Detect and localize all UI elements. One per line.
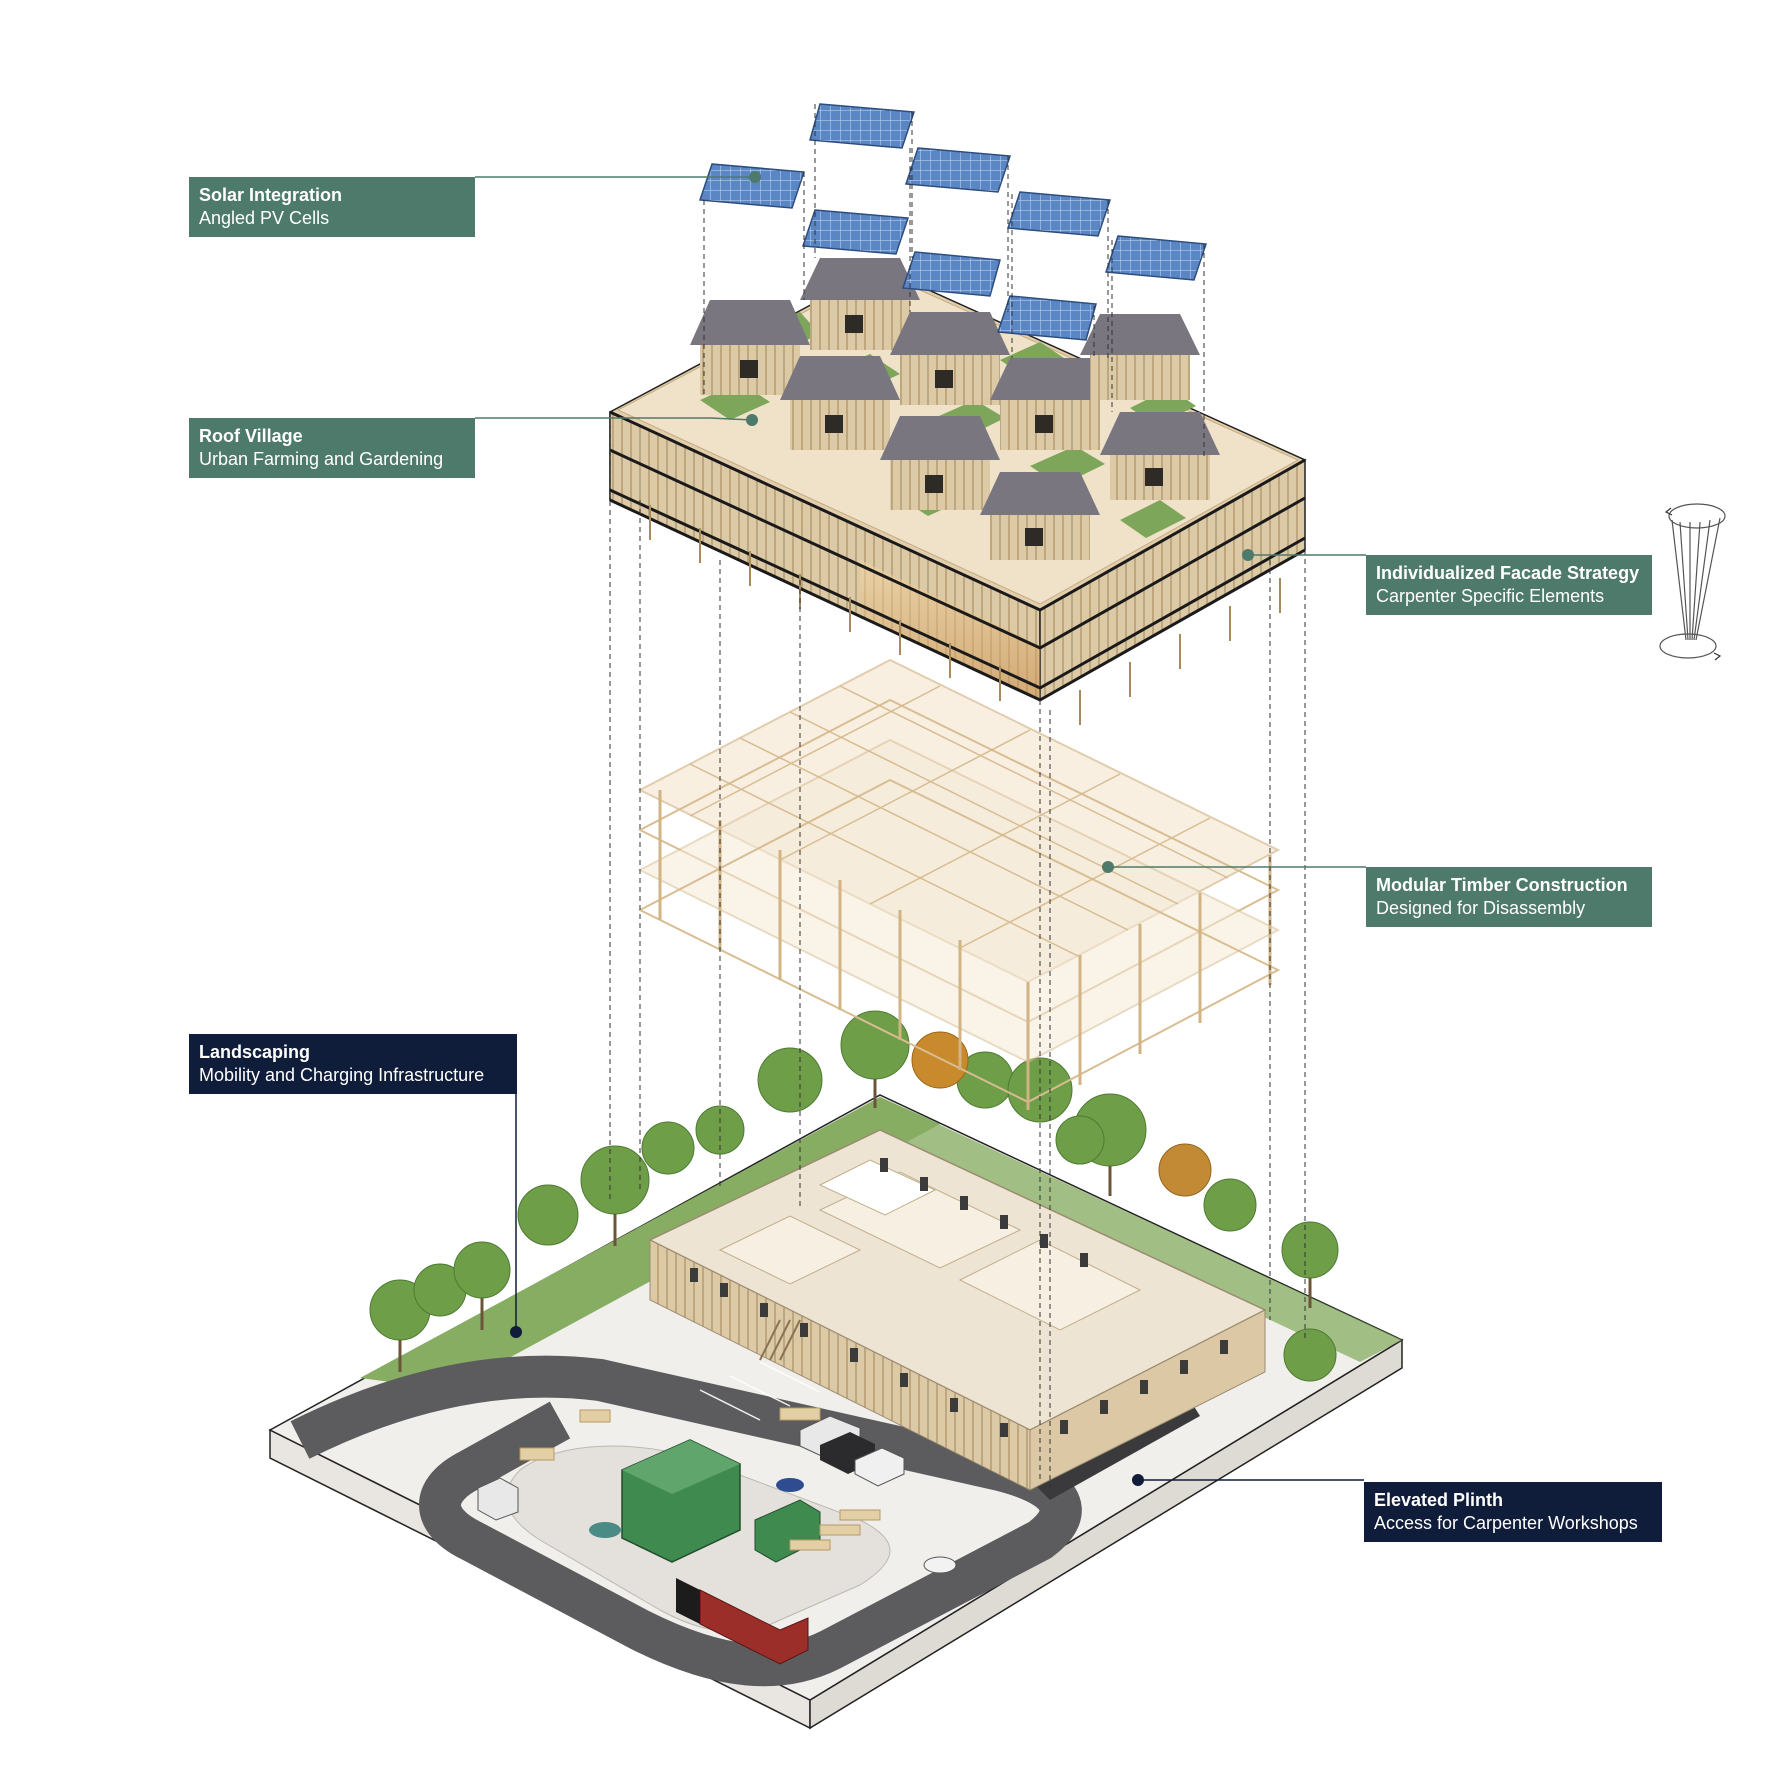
label-subtitle: Mobility and Charging Infrastructure xyxy=(199,1065,485,1085)
leader-lines xyxy=(475,176,1366,1481)
solar-panels xyxy=(698,103,1208,341)
label-subtitle: Designed for Disassembly xyxy=(1376,898,1586,918)
label-subtitle: Access for Carpenter Workshops xyxy=(1374,1513,1638,1533)
label-roof-village: Roof Village Urban Farming and Gardening xyxy=(189,418,475,478)
label-subtitle: Angled PV Cells xyxy=(199,208,330,228)
label-title: Roof Village xyxy=(199,426,303,446)
label-facade-strategy: Individualized Facade Strategy Carpenter… xyxy=(1366,555,1652,615)
lumber-stacks xyxy=(519,1407,881,1551)
leader-dots xyxy=(510,171,1254,1486)
alignment-guides xyxy=(609,104,1306,1490)
label-title: Modular Timber Construction xyxy=(1376,875,1628,895)
rotate-view-icon xyxy=(1659,503,1726,661)
site-vehicles xyxy=(477,1415,957,1665)
label-subtitle: Urban Farming and Gardening xyxy=(199,449,444,469)
label-title: Solar Integration xyxy=(199,185,343,205)
label-solar-integration: Solar Integration Angled PV Cells xyxy=(189,177,475,237)
timber-frame xyxy=(637,658,1281,1110)
roof-village xyxy=(616,258,1300,605)
label-subtitle: Carpenter Specific Elements xyxy=(1376,586,1605,606)
roof-houses xyxy=(690,258,1220,560)
label-title: Landscaping xyxy=(199,1042,311,1062)
label-elevated-plinth: Elevated Plinth Access for Carpenter Wor… xyxy=(1364,1482,1662,1542)
label-title: Individualized Facade Strategy xyxy=(1376,563,1640,583)
label-modular-timber: Modular Timber Construction Designed for… xyxy=(1366,867,1652,927)
plinth-building xyxy=(648,1129,1267,1491)
label-landscaping: Landscaping Mobility and Charging Infras… xyxy=(189,1034,517,1094)
site-trees xyxy=(369,1010,1339,1382)
label-title: Elevated Plinth xyxy=(1374,1490,1504,1510)
